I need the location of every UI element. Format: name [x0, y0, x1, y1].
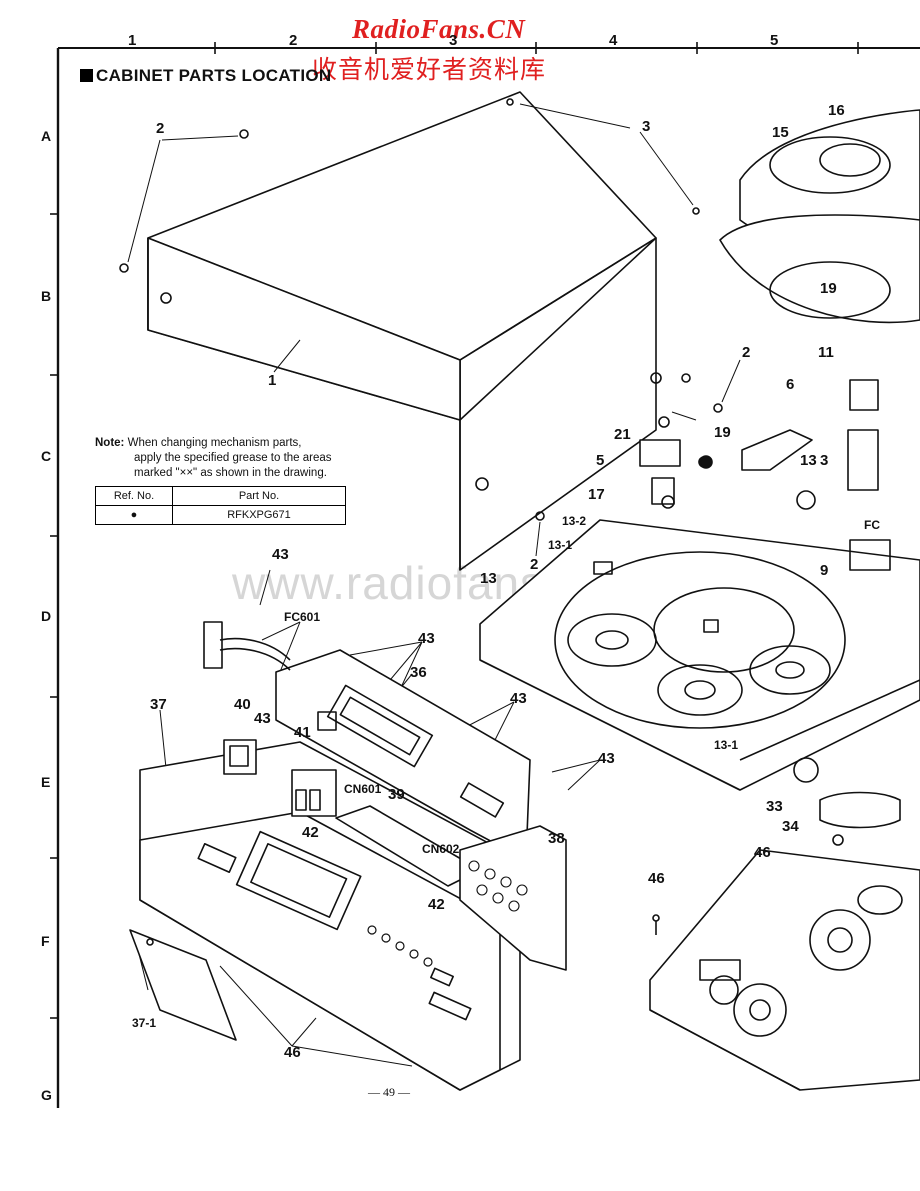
grid-row-g: G: [41, 1087, 52, 1103]
label-part-42-a: 42: [302, 824, 319, 841]
label-part-43-c: 43: [510, 690, 527, 707]
label-part-11: 11: [818, 344, 834, 361]
label-part-19-a: 19: [714, 424, 731, 441]
label-part-46-b: 46: [648, 870, 665, 887]
watermark-chinese: 收音机爱好者资料库: [312, 55, 547, 84]
label-part-6: 6: [786, 376, 795, 393]
ref-cell: ●: [95, 505, 173, 525]
watermark-site-name: RadioFans.CN: [352, 14, 526, 44]
square-bullet-icon: [80, 69, 93, 82]
label-part-13-2: 13-2: [562, 514, 587, 528]
note-line-2: apply the specified grease to the areas: [134, 452, 332, 464]
label-part-34: 34: [782, 818, 799, 835]
label-part-13: 13: [480, 570, 497, 587]
ref-table: Ref. No. Part No. ● RFKXPG671: [95, 486, 346, 525]
label-part-13-3-b: 3: [820, 452, 829, 469]
drive-mechanism: [649, 849, 920, 1091]
label-part-43-a: 43: [272, 546, 289, 563]
grid-row-a: A: [41, 128, 52, 144]
label-part-9: 9: [820, 562, 829, 579]
label-part-43-d: 43: [254, 710, 271, 727]
part-cell: RFKXPG671: [172, 505, 346, 525]
grid-column-4: 4: [609, 32, 618, 49]
grid-row-e: E: [41, 774, 51, 790]
label-part-3: 3: [642, 118, 651, 135]
label-fc: FC: [864, 518, 880, 532]
ref-table-header: Ref. No. Part No.: [95, 486, 346, 506]
grease-markers: [699, 455, 713, 469]
label-part-13-1-b: 13-1: [714, 738, 739, 752]
grid-row-c: C: [41, 448, 52, 464]
grid-column-5: 5: [770, 32, 779, 49]
label-part-5: 5: [596, 452, 605, 469]
ref-table-row: ● RFKXPG671: [95, 505, 346, 525]
ref-header: Ref. No.: [95, 486, 173, 506]
label-part-43-e: 43: [598, 750, 615, 767]
label-part-46-c: 46: [284, 1044, 301, 1061]
section-title-text: CABINET PARTS LOCATION: [96, 66, 332, 85]
label-part-13-1-a: 13-1: [548, 538, 573, 552]
label-part-42-b: 42: [428, 896, 445, 913]
grid-row-d: D: [41, 608, 52, 624]
label-part-15: 15: [772, 124, 789, 141]
label-part-17: 17: [588, 486, 605, 503]
label-part-13-3-a: 13: [800, 452, 817, 469]
note-line-1: When changing mechanism parts,: [127, 437, 302, 449]
label-part-16: 16: [828, 102, 845, 119]
cover-screws: [119, 98, 723, 521]
top-cover: [147, 91, 662, 571]
note-line-3: marked "××" as shown in the drawing.: [134, 467, 327, 479]
label-part-37-1: 37-1: [132, 1016, 157, 1030]
label-part-41: 41: [294, 724, 311, 741]
label-part-36: 36: [410, 664, 427, 681]
label-part-40: 40: [234, 696, 251, 713]
label-part-1: 1: [268, 372, 277, 389]
grid-row-b: B: [41, 288, 52, 304]
jacks-40-41: [223, 739, 337, 817]
grid-column-1: 1: [128, 32, 137, 49]
label-part-46-a: 46: [754, 844, 771, 861]
label-part-2-c: 2: [530, 556, 539, 573]
grid-column-2: 2: [289, 32, 298, 49]
display-window: [129, 929, 237, 1041]
label-part-39: 39: [388, 786, 405, 803]
label-part-19-b: 19: [820, 280, 837, 297]
label-part-43-b: 43: [418, 630, 435, 647]
label-cn601: CN601: [344, 782, 382, 796]
grid-row-f: F: [41, 933, 50, 949]
disc-tray: [719, 109, 920, 324]
label-part-33: 33: [766, 798, 783, 815]
main-pcb: [275, 649, 531, 861]
switch-boards: [335, 805, 567, 971]
label-part-2: 2: [156, 120, 165, 137]
label-part-2-b: 2: [742, 344, 751, 361]
label-part-38: 38: [548, 830, 565, 847]
label-fc601: FC601: [284, 610, 321, 624]
page-number: — 49 —: [368, 1085, 410, 1099]
label-cn602: CN602: [422, 842, 460, 856]
section-title: CABINET PARTS LOCATION: [80, 66, 331, 86]
grease-note: Note: When changing mechanism parts, app…: [95, 436, 365, 481]
page-frame: [50, 42, 920, 1108]
label-part-37: 37: [150, 696, 167, 713]
mechanism-base: [479, 519, 920, 791]
note-label: Note:: [95, 437, 125, 449]
front-panel: [139, 741, 521, 1091]
label-part-21: 21: [614, 426, 631, 443]
fc601-bracket: [203, 621, 291, 671]
grid-column-3: 3: [449, 32, 458, 49]
